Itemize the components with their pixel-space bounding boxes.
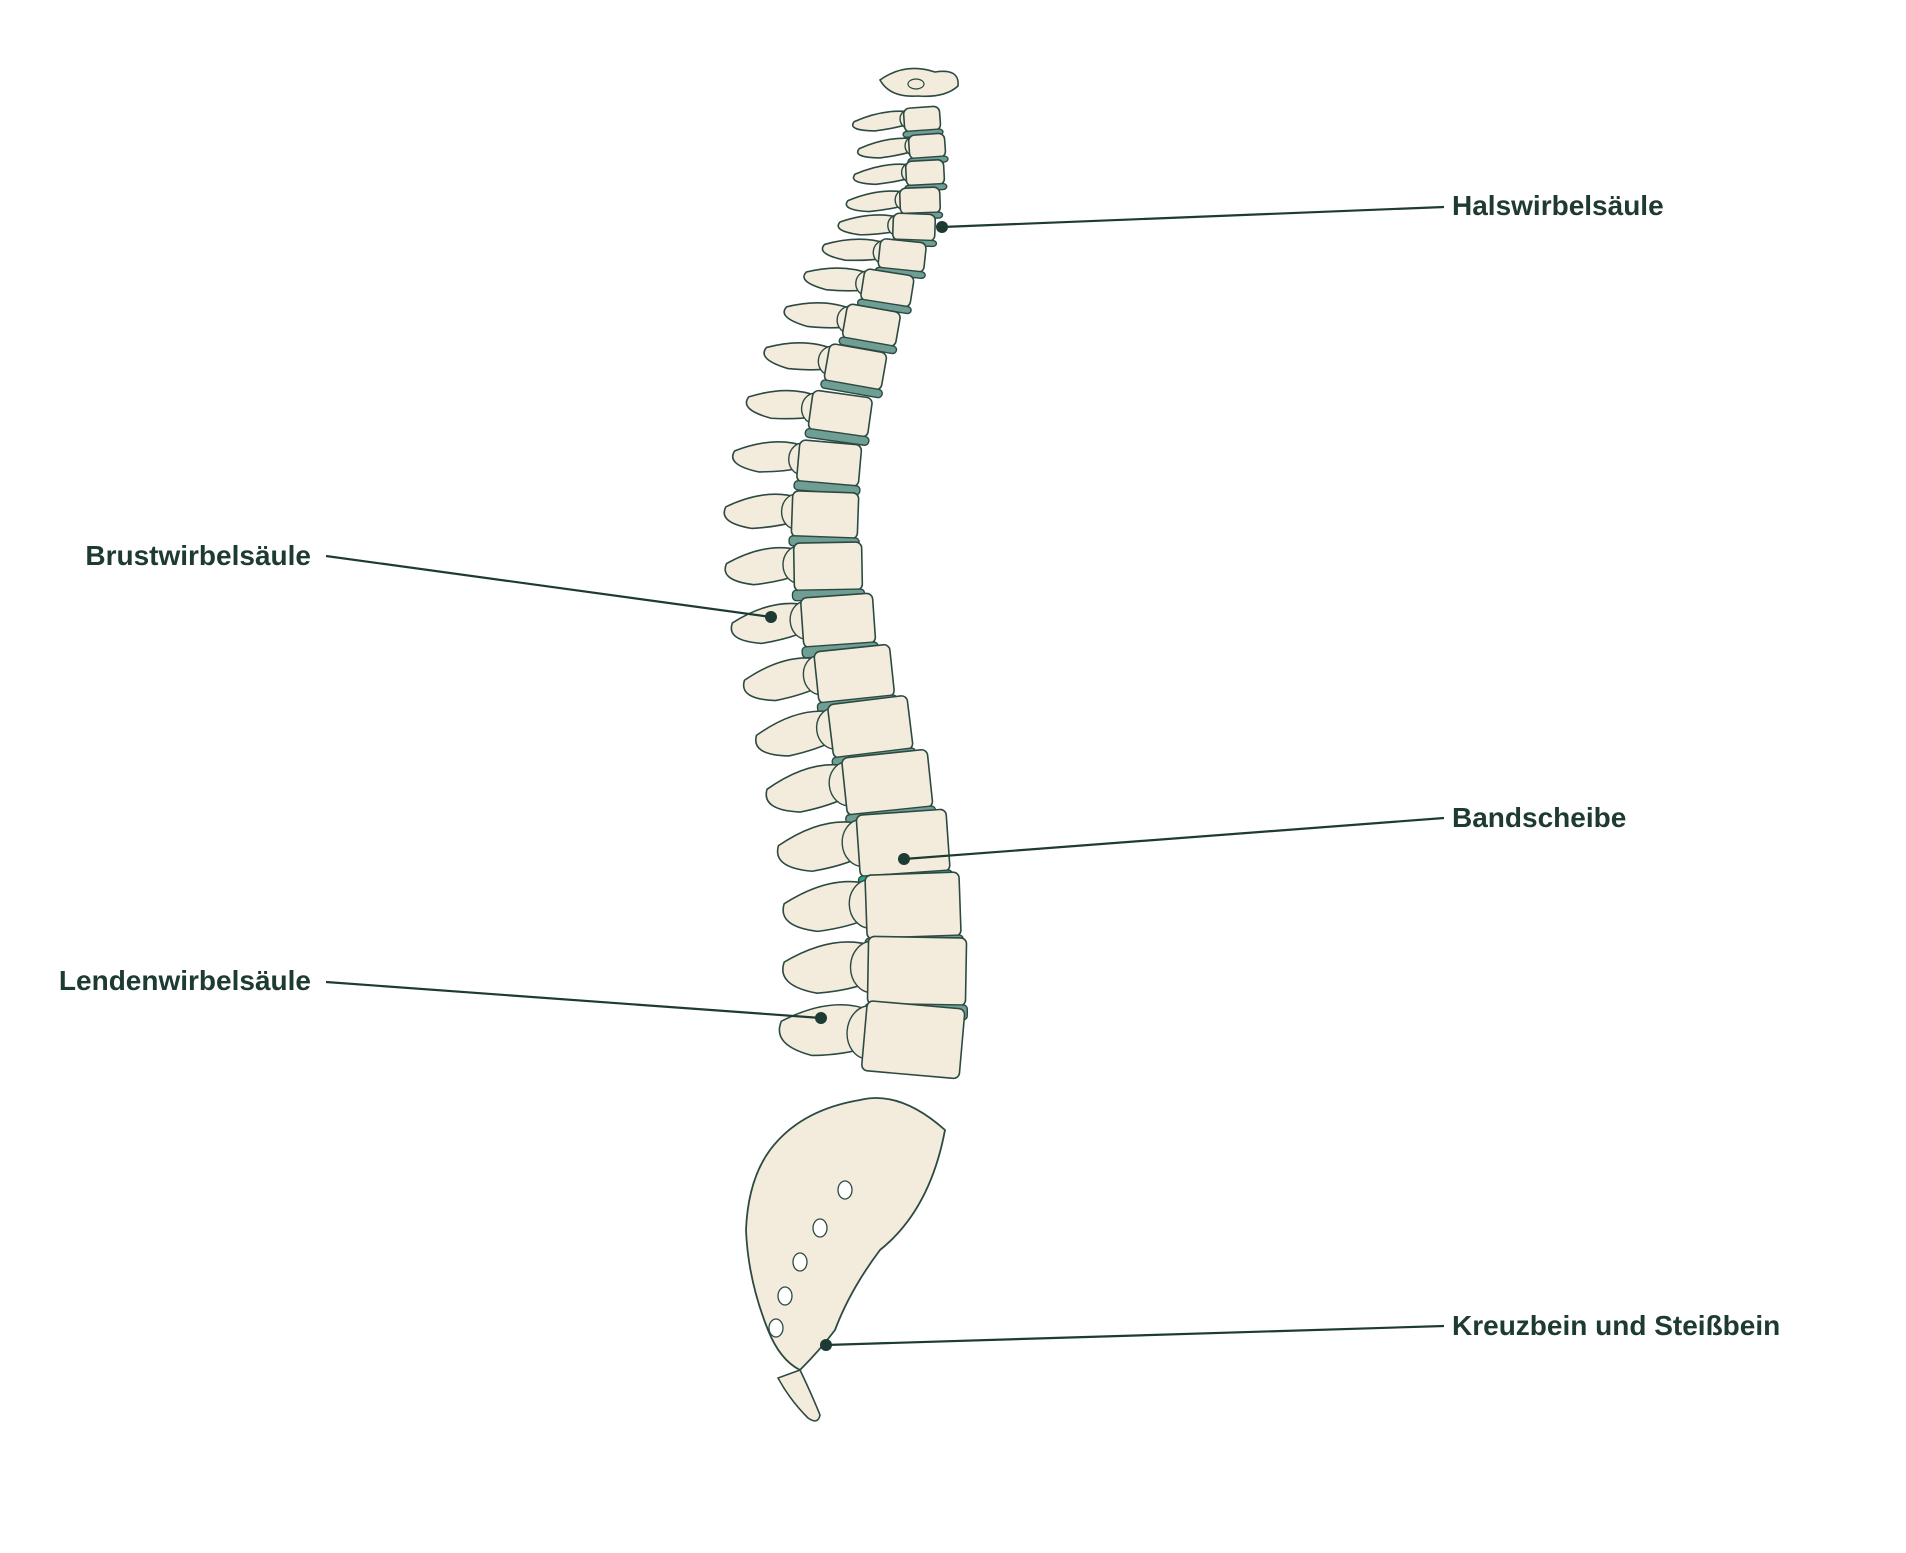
leader-disc-dot <box>898 853 910 865</box>
vertebral-body <box>841 748 934 817</box>
vertebral-process <box>724 546 801 586</box>
vertebra <box>763 341 888 399</box>
vertebral-process <box>851 110 912 132</box>
vertebra <box>765 748 937 829</box>
vertebral-process <box>742 657 825 702</box>
leader-cervical-line <box>941 205 1445 229</box>
vertebra <box>723 490 860 549</box>
vertebra <box>782 935 969 1021</box>
vertebral-process <box>837 214 901 236</box>
vertebral-body <box>800 592 877 649</box>
label-lumbar-spine: Lendenwirbelsäule <box>58 965 311 996</box>
coccyx <box>776 1369 821 1422</box>
vertebral-body <box>813 643 895 705</box>
vertebra <box>852 159 948 193</box>
leader-cervical-dot <box>936 221 948 233</box>
vertebral-body <box>861 1000 966 1080</box>
vertebra <box>856 132 949 166</box>
vertebral-process <box>856 137 917 159</box>
vertebral-process <box>852 163 914 186</box>
vertebral-body <box>790 490 860 540</box>
vertebral-body <box>796 439 863 488</box>
vertebra <box>845 186 944 221</box>
vertebra <box>783 301 901 355</box>
vertebral-body <box>891 212 937 243</box>
leader-lines <box>325 205 1445 1351</box>
vertebra <box>724 541 866 602</box>
vertebra <box>778 1000 966 1080</box>
vertebral-process <box>723 493 800 530</box>
sacral-foramen <box>837 1180 853 1200</box>
intervertebral-disc <box>804 428 870 446</box>
vertebral-process <box>803 267 872 292</box>
vertebra <box>745 389 873 446</box>
vertebral-body <box>902 105 942 133</box>
vertebral-process <box>821 238 888 262</box>
vertebral-process <box>731 441 807 473</box>
vertebra <box>742 643 899 715</box>
vertebral-body <box>898 186 942 215</box>
vertebra <box>821 238 927 280</box>
atlas-foramen <box>907 78 925 90</box>
vertebra <box>782 871 965 953</box>
atlas-vertebra <box>878 67 959 98</box>
sacrum-layer <box>745 1097 946 1422</box>
vertebra <box>803 267 915 315</box>
leader-disc-line <box>903 816 1445 861</box>
label-thoracic-spine: Brustwirbelsäule <box>85 540 311 571</box>
sacral-foramen <box>768 1318 784 1338</box>
sacral-foramen <box>792 1252 808 1272</box>
vertebra <box>837 212 938 248</box>
vertebral-body <box>864 871 962 940</box>
vertebral-process <box>745 389 820 420</box>
leader-thoracic-line <box>325 554 772 619</box>
vertebral-process <box>845 190 907 213</box>
vertebral-body <box>792 541 864 592</box>
leader-lumbar-dot <box>815 1012 827 1024</box>
vertebral-process <box>783 301 854 329</box>
leader-lumbar-line <box>325 980 822 1020</box>
leader-sacrum-line <box>825 1324 1445 1347</box>
leader-thoracic-dot <box>765 611 777 623</box>
vertebra <box>731 439 863 496</box>
vertebral-body <box>855 808 951 878</box>
vertebral-process <box>782 880 874 933</box>
leader-sacrum-dot <box>820 1339 832 1351</box>
vertebrae-layer <box>723 67 969 1080</box>
label-intervertebral-disc: Bandscheibe <box>1452 802 1627 833</box>
vertebral-body <box>907 132 947 160</box>
intervertebral-disc <box>820 379 883 399</box>
sacral-foramen <box>812 1218 828 1238</box>
vertebral-process <box>782 941 876 995</box>
label-sacrum-coccyx: Kreuzbein und Steißbein <box>1452 1310 1781 1341</box>
vertebral-body <box>904 159 946 187</box>
vertebral-process <box>763 341 836 371</box>
sacral-foramen <box>777 1286 793 1306</box>
vertebral-body <box>866 935 968 1007</box>
label-cervical-spine: Halswirbelsäule <box>1452 190 1664 221</box>
